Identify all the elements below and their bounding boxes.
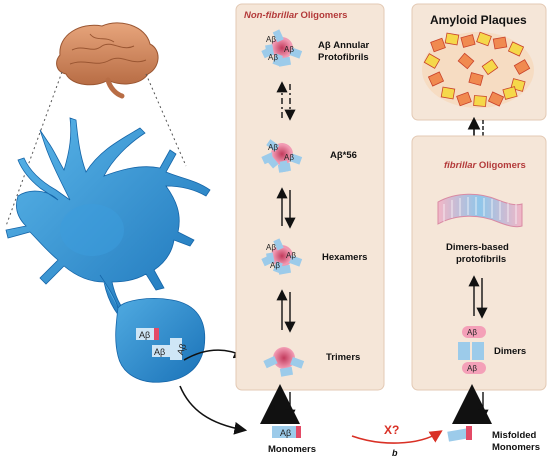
protofibril-illustration <box>437 193 523 228</box>
svg-text:Aβ: Aβ <box>268 143 278 152</box>
svg-text:Aβ: Aβ <box>139 330 150 340</box>
brain-illustration <box>56 22 159 99</box>
arrow-label-a: a <box>270 402 275 412</box>
svg-text:Aβ: Aβ <box>467 328 477 337</box>
svg-text:Aβ: Aβ <box>175 342 188 356</box>
monomer-icon: Aβ <box>272 426 301 438</box>
arrow-misfolding <box>351 430 443 444</box>
x-question-label: X? <box>384 423 399 437</box>
misfolded-label-1: Misfolded <box>492 430 537 441</box>
axon-abeta-cluster: Aβ Aβ Aβ <box>136 328 188 360</box>
ab56-oligomer-icon: Aβ Aβ <box>258 132 303 179</box>
dimers-protofibrils-label-2: protofibrils <box>456 254 506 265</box>
svg-text:Aβ: Aβ <box>467 364 477 373</box>
svg-text:Aβ: Aβ <box>270 261 280 270</box>
non-fibrillar-panel <box>235 3 385 391</box>
trimers-label: Trimers <box>326 352 360 363</box>
svg-text:Aβ: Aβ <box>266 35 276 44</box>
amyloid-plaques-title: Amyloid Plaques <box>430 13 527 27</box>
annular-protofibril-icon: Aβ Aβ Aβ <box>261 29 303 67</box>
svg-text:Aβ: Aβ <box>154 347 165 357</box>
arrow-label-b: b <box>392 448 398 458</box>
fibrillar-title: fibrillar Oligomers <box>444 160 526 171</box>
annular-label-1: Aβ Annular <box>318 40 369 51</box>
svg-text:Aβ: Aβ <box>284 153 294 162</box>
dimers-label: Dimers <box>494 346 526 357</box>
dimer-icon: Aβ Aβ <box>458 326 486 374</box>
hexamers-label: Hexamers <box>322 252 367 263</box>
annular-label-2: Protofibrils <box>318 52 369 63</box>
non-fibrillar-title: Non-fibrillar Oligomers <box>244 10 347 21</box>
svg-text:Aβ: Aβ <box>286 251 296 260</box>
arrow-to-monomers <box>179 385 248 435</box>
svg-text:Aβ: Aβ <box>268 53 278 62</box>
svg-text:Aβ: Aβ <box>266 243 276 252</box>
dimers-protofibrils-label-1: Dimers-based <box>446 242 509 253</box>
svg-text:Aβ: Aβ <box>280 428 291 438</box>
ab56-label: Aβ*56 <box>330 150 357 161</box>
monomers-label: Monomers <box>268 444 316 455</box>
misfolded-label-2: Monomers <box>492 442 540 453</box>
amyloid-plaque-illustration <box>422 31 534 108</box>
zoom-lines <box>5 71 187 227</box>
misfolded-monomer-icon <box>447 426 472 442</box>
svg-text:Aβ: Aβ <box>284 45 294 54</box>
hexamer-icon: Aβ Aβ Aβ <box>261 238 303 275</box>
